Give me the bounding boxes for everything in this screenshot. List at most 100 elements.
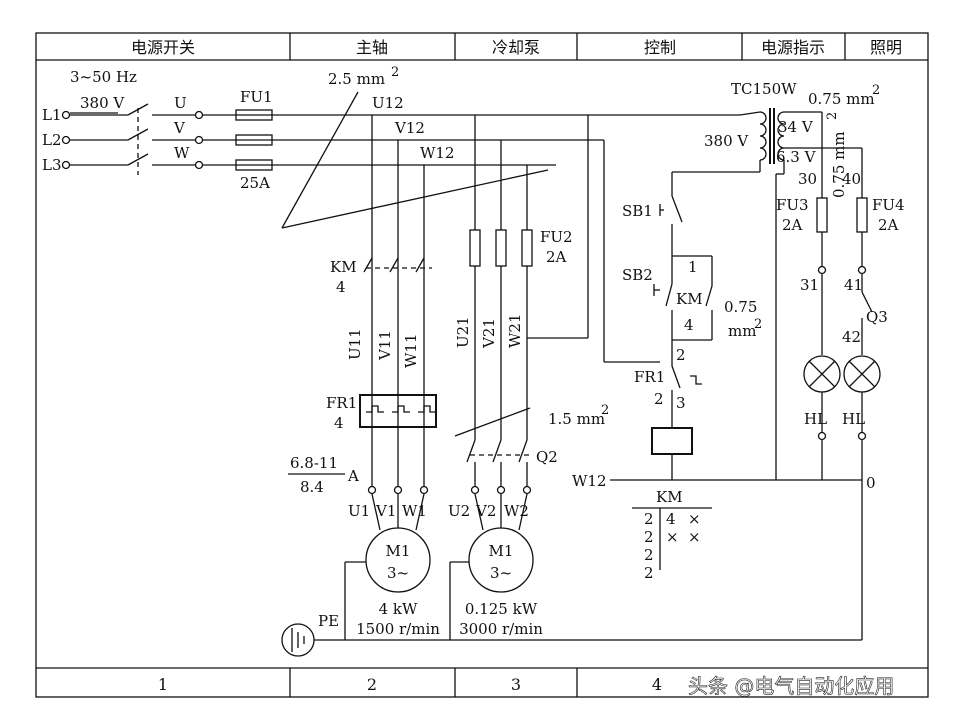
fuse-fu2-b	[495, 229, 507, 267]
km-table-cell: ×	[688, 528, 701, 546]
lighting-node-42: 42	[842, 328, 861, 346]
fuse-fu3-label: FU3	[776, 196, 809, 214]
transformer-wire-gauge-sup: 2	[872, 83, 880, 98]
wire-w21-label: W21	[506, 313, 524, 348]
spindle-motor-phase: 3~	[387, 564, 409, 582]
spindle-motor-label: M1	[386, 542, 411, 560]
fuse-fu2-c	[521, 229, 533, 267]
fuse-fu4-label: FU4	[872, 196, 905, 214]
wire-u12-label: U12	[372, 94, 404, 112]
spindle-fr-label: FR1	[326, 394, 357, 412]
km-table-cell: 4	[666, 510, 676, 528]
transformer-primary-voltage: 380 V	[704, 132, 749, 150]
control-node-1: 1	[688, 258, 698, 276]
line-l1-label: L1	[42, 106, 62, 124]
header-control: 控制	[644, 38, 676, 57]
spindle-km-num: 4	[336, 278, 346, 296]
footer-col-2: 2	[367, 675, 377, 694]
footer-col-3: 3	[511, 675, 521, 694]
fuse-fu2-rating: 2A	[546, 248, 567, 266]
line-l3-label: L3	[42, 156, 62, 174]
lighting-wire-gauge-sup: 2	[825, 112, 840, 120]
km-table-title: KM	[656, 488, 683, 506]
lamp-hl1-label: HL	[804, 410, 827, 428]
wire-w12-label: W12	[420, 144, 455, 162]
wire-v21-label: V21	[480, 318, 498, 349]
coolant-wire-gauge-sup: 2	[601, 403, 609, 418]
fuse-fu2-label: FU2	[540, 228, 573, 246]
fuse-fu2-a	[469, 229, 481, 267]
km-coil	[651, 427, 693, 455]
wire-u11-label: U11	[346, 328, 364, 360]
wire-v11-label: V11	[376, 330, 394, 361]
fuse-fu1-label: FU1	[240, 88, 273, 106]
footer-col-4: 4	[652, 675, 662, 694]
wire-w11-label: W11	[402, 333, 420, 368]
control-node-2: 2	[676, 346, 686, 364]
spindle-motor	[365, 527, 431, 593]
lighting-node-40: 40	[842, 170, 861, 188]
control-fr-label: FR1	[634, 368, 665, 386]
coolant-motor-power: 0.125 kW	[465, 600, 538, 618]
phase-u-label: U	[174, 94, 187, 112]
km-table-cell: 2	[644, 564, 654, 582]
control-w12-label: W12	[572, 472, 607, 490]
watermark-text: 头条 @电气自动化应用	[688, 674, 894, 698]
spindle-current-nominal: 8.4	[300, 478, 324, 496]
frame	[35, 32, 929, 698]
spindle-motor-speed: 1500 r/min	[356, 620, 440, 638]
lighting-node-41: 41	[844, 276, 863, 294]
control-node-3: 3	[676, 394, 686, 412]
fuse-fu4-rating: 2A	[878, 216, 899, 234]
lighting-switch-q3: Q3	[866, 308, 888, 326]
spindle-term-u1: U1	[348, 502, 370, 520]
spindle-fr-num: 4	[334, 414, 344, 432]
spindle-motor-power: 4 kW	[379, 600, 418, 618]
transformer-sec-34v: 34 V	[778, 118, 814, 136]
transformer-sec-6v: 6.3 V	[776, 148, 817, 166]
coolant-term-u2: U2	[448, 502, 470, 520]
km-table-cell: 2	[644, 528, 654, 546]
transformer-secondary-coil	[777, 111, 785, 161]
km-table-cell: ×	[666, 528, 679, 546]
header-spindle: 主轴	[356, 38, 388, 57]
coolant-motor-label: M1	[489, 542, 514, 560]
fuse-fu3-rating: 2A	[782, 216, 803, 234]
wire-u21-label: U21	[454, 316, 472, 348]
spindle-current-range: 6.8-11	[290, 454, 338, 472]
header-coolant: 冷却泵	[492, 38, 540, 57]
wire-main-gauge: 2.5 mm	[328, 70, 385, 88]
line-l2-label: L2	[42, 131, 62, 149]
lighting-node-31: 31	[800, 276, 819, 294]
km-table-cell: ×	[688, 510, 701, 528]
spindle-term-w1: W1	[402, 502, 427, 520]
control-wire-gauge: 0.75	[724, 298, 757, 316]
lighting-node-0: 0	[866, 474, 876, 492]
km-table-cell: 2	[644, 546, 654, 564]
coolant-switch-q2: Q2	[536, 448, 558, 466]
wire-main-gauge-sup: 2	[391, 65, 399, 80]
phase-w-label: W	[174, 144, 190, 162]
lighting-wire-gauge: 0.75 mm	[830, 131, 848, 198]
transformer-label: TC150W	[731, 80, 797, 98]
control-wire-unit-sup: 2	[754, 317, 762, 332]
supply-frequency: 3~50 Hz	[70, 68, 137, 86]
lamp-hl2-label: HL	[842, 410, 865, 428]
wire-v12-label: V12	[394, 119, 425, 137]
button-sb2-label: SB2	[622, 266, 653, 284]
button-sb1-label: SB1	[622, 202, 653, 220]
coolant-wire-gauge: 1.5 mm	[548, 410, 605, 428]
transformer-primary-coil	[759, 111, 767, 161]
control-km-selfhold: KM	[676, 290, 703, 308]
control-wire-unit: mm	[728, 322, 756, 340]
supply-voltage: 380 V	[80, 94, 125, 112]
header-lighting: 照明	[870, 38, 902, 57]
footer-col-1: 1	[158, 675, 168, 694]
km-table-cell: 2	[644, 510, 654, 528]
fuse-fu4	[856, 197, 868, 233]
fuse-fu1-rating: 25A	[240, 174, 270, 192]
spindle-term-v1: V1	[375, 502, 396, 520]
phase-v-label: V	[173, 119, 186, 137]
ground-pe-label: PE	[318, 612, 339, 630]
